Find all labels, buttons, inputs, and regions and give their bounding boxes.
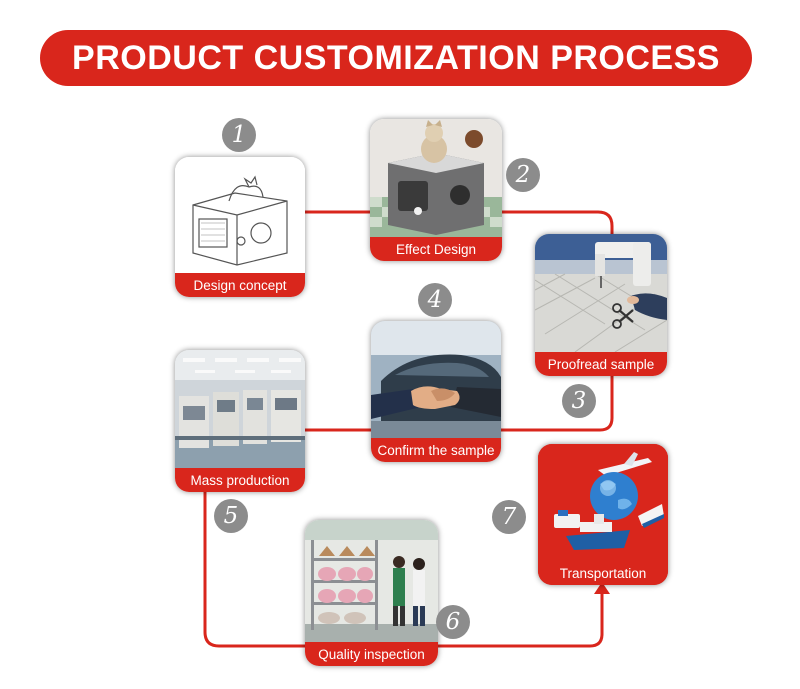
step-number-4: 4 [418,283,452,317]
connector-2-3 [500,210,614,236]
step-card-confirm-sample: Confirm the sample [371,321,501,462]
step-number-1: 1 [222,118,256,152]
cat-house-render-icon [370,119,502,237]
step-label: Effect Design [370,237,502,261]
step-label: Transportation [538,561,668,585]
warehouse-shelves-icon [305,520,438,642]
step-card-mass-production: Mass production [175,350,305,492]
globe-transport-icon [538,444,668,561]
step-card-transportation: Transportation [538,444,668,585]
step-number-3: 3 [562,384,596,418]
connector-6-7 [438,592,604,648]
page-title: PRODUCT CUSTOMIZATION PROCESS [72,38,720,77]
step-label: Confirm the sample [371,438,501,462]
factory-machines-icon [175,350,305,468]
step-label: Mass production [175,468,305,492]
step-number-7: 7 [492,500,526,534]
step-card-effect-design: Effect Design [370,119,502,261]
step-label: Design concept [175,273,305,297]
connector-3-4 [500,376,614,432]
step-card-design-concept: Design concept [175,157,305,297]
cat-house-sketch-icon [175,157,305,273]
step-number-5: 5 [214,499,248,533]
step-number-2: 2 [506,158,540,192]
step-label: Quality inspection [305,642,438,666]
step-card-proofread-sample: Proofread sample [535,234,667,376]
title-banner: PRODUCT CUSTOMIZATION PROCESS [40,30,752,86]
step-number-6: 6 [436,605,470,639]
connector-5-6 [203,490,305,648]
sewing-machine-icon [535,234,667,352]
handshake-icon [371,321,501,438]
step-card-quality-inspection: Quality inspection [305,520,438,666]
connector-arrowhead [594,582,610,594]
step-label: Proofread sample [535,352,667,376]
